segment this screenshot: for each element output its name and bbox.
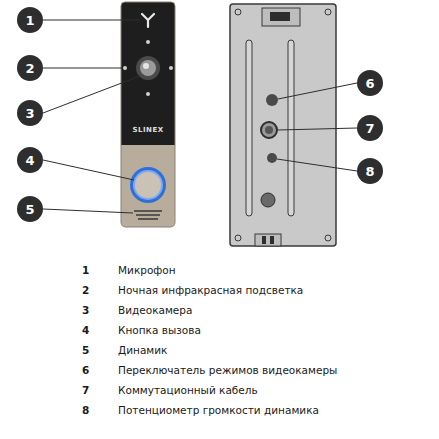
part-description: Коммутационный кабель: [118, 384, 258, 397]
part-description: Кнопка вызова: [118, 324, 201, 337]
part-description: Переключатель режимов видеокамеры: [118, 364, 337, 377]
callout-circle: 5: [17, 196, 43, 222]
front-panel: [121, 2, 175, 227]
leader-lines: [43, 20, 140, 213]
part-description: Видеокамера: [118, 304, 192, 317]
callout-number: 3: [25, 106, 34, 121]
callout-number: 2: [25, 61, 34, 76]
callout-number: 8: [365, 164, 374, 179]
callout-circle: 4: [17, 147, 43, 173]
callout-circle: 6: [357, 70, 383, 96]
callout-circle: 8: [357, 158, 383, 184]
callout-number: 6: [365, 76, 374, 91]
list-number: 6: [82, 364, 89, 377]
list-number: 7: [82, 384, 89, 397]
part-description: Микрофон: [118, 264, 176, 277]
callout-number: 5: [25, 202, 34, 217]
list-number: 4: [82, 324, 89, 337]
list-number: 2: [82, 284, 89, 297]
callout-number: 4: [25, 153, 34, 168]
callout-circle: 3: [17, 100, 43, 126]
callout-circle: 7: [357, 115, 383, 141]
list-number: 5: [82, 344, 89, 357]
list-number: 3: [82, 304, 89, 317]
brand-logo: SLINEX: [132, 124, 163, 137]
list-number: 1: [82, 264, 89, 277]
part-description: Потенциометр громкости динамика: [118, 404, 319, 417]
callout-number: 7: [365, 121, 374, 136]
leader-lines: [277, 83, 357, 171]
part-description: Ночная инфракрасная подсветка: [118, 284, 303, 297]
back-panel: [230, 4, 336, 246]
part-description: Динамик: [118, 344, 167, 357]
callout-number: 1: [25, 13, 34, 28]
callout-circle: 1: [17, 7, 43, 33]
callout-circle: 2: [17, 55, 43, 81]
list-number: 8: [82, 404, 89, 417]
